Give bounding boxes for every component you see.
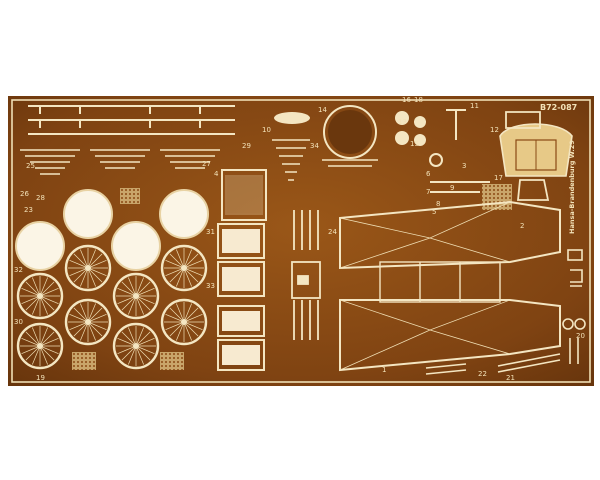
part-number-14: 14 — [318, 106, 327, 114]
mesh-pad-bottom-left — [72, 352, 96, 370]
window-panels — [222, 229, 260, 365]
rectangular-frames — [217, 169, 267, 371]
part-number-16: 16 — [402, 96, 411, 104]
large-dial — [322, 105, 378, 167]
spoked-wheel — [112, 272, 160, 320]
fuselage-panel — [379, 261, 501, 303]
brand-name: Hansa-Brandenburg W.29 — [568, 140, 576, 234]
stepped-cone — [272, 139, 310, 181]
plain-discs — [15, 189, 209, 271]
part-number-7: 7 — [426, 188, 430, 196]
part-number-15: 15 — [410, 140, 419, 148]
wing-lower — [339, 299, 561, 372]
part-number-11: 11 — [470, 102, 479, 110]
oval-lens — [274, 112, 310, 124]
part-number-26: 26 — [20, 190, 29, 198]
part-number-5: 5 — [432, 208, 436, 216]
mesh-pad-right — [482, 184, 512, 210]
part-number-6: 6 — [426, 170, 431, 178]
bottom-strips — [425, 353, 561, 375]
part-number-30: 30 — [14, 318, 23, 326]
small-discs — [395, 111, 443, 167]
part-number-31: 31 — [206, 228, 215, 236]
part-number-9: 9 — [450, 184, 454, 192]
part-number-23: 23 — [24, 206, 33, 214]
spoked-wheel — [160, 244, 208, 292]
part-number-8: 8 — [436, 200, 440, 208]
spoked-wheel — [160, 298, 208, 346]
part-number-labels: 1234567891011121314151617181920212223242… — [14, 96, 585, 382]
shield-emblem — [499, 123, 573, 177]
part-number-4: 4 — [214, 170, 219, 178]
part-number-27: 27 — [202, 160, 211, 168]
spoked-wheel — [16, 272, 64, 320]
mesh-pad-bottom-right — [160, 352, 184, 370]
part-number-19: 19 — [36, 374, 45, 382]
part-number-20: 20 — [576, 332, 585, 340]
part-number-1: 1 — [382, 366, 386, 374]
spoked-wheel — [16, 322, 64, 370]
wing-upper — [339, 200, 561, 270]
part-number-29: 29 — [242, 142, 251, 150]
part-number-13: 13 — [398, 118, 407, 126]
mesh-pad-top — [120, 188, 140, 204]
part-number-21: 21 — [506, 374, 515, 382]
part-number-32: 32 — [14, 266, 23, 274]
part-number-2: 2 — [520, 222, 524, 230]
seat-frame — [505, 111, 550, 201]
part-number-34: 34 — [310, 142, 319, 150]
part-number-18: 18 — [414, 96, 423, 104]
spoked-wheels — [16, 244, 208, 370]
part-number-25: 25 — [26, 162, 35, 170]
fret-plate — [8, 96, 594, 386]
part-number-3: 3 — [462, 162, 466, 170]
strut-bars — [28, 105, 235, 135]
part-number-28: 28 — [36, 194, 45, 202]
spoked-wheel — [64, 298, 112, 346]
fret-frame — [11, 99, 591, 383]
stepped-parts — [20, 149, 220, 175]
t-bracket — [430, 109, 490, 193]
part-number-12: 12 — [490, 126, 499, 134]
part-number-24: 24 — [328, 228, 337, 236]
part-number-22: 22 — [478, 370, 487, 378]
fret-code: B72-087 — [540, 103, 577, 112]
spoked-wheel — [112, 322, 160, 370]
part-number-10: 10 — [262, 126, 271, 134]
part-number-17: 17 — [494, 174, 503, 182]
edge-tabs — [562, 249, 586, 364]
spoked-wheel — [64, 244, 112, 292]
part-number-33: 33 — [206, 282, 215, 290]
vertical-posts — [291, 210, 321, 340]
